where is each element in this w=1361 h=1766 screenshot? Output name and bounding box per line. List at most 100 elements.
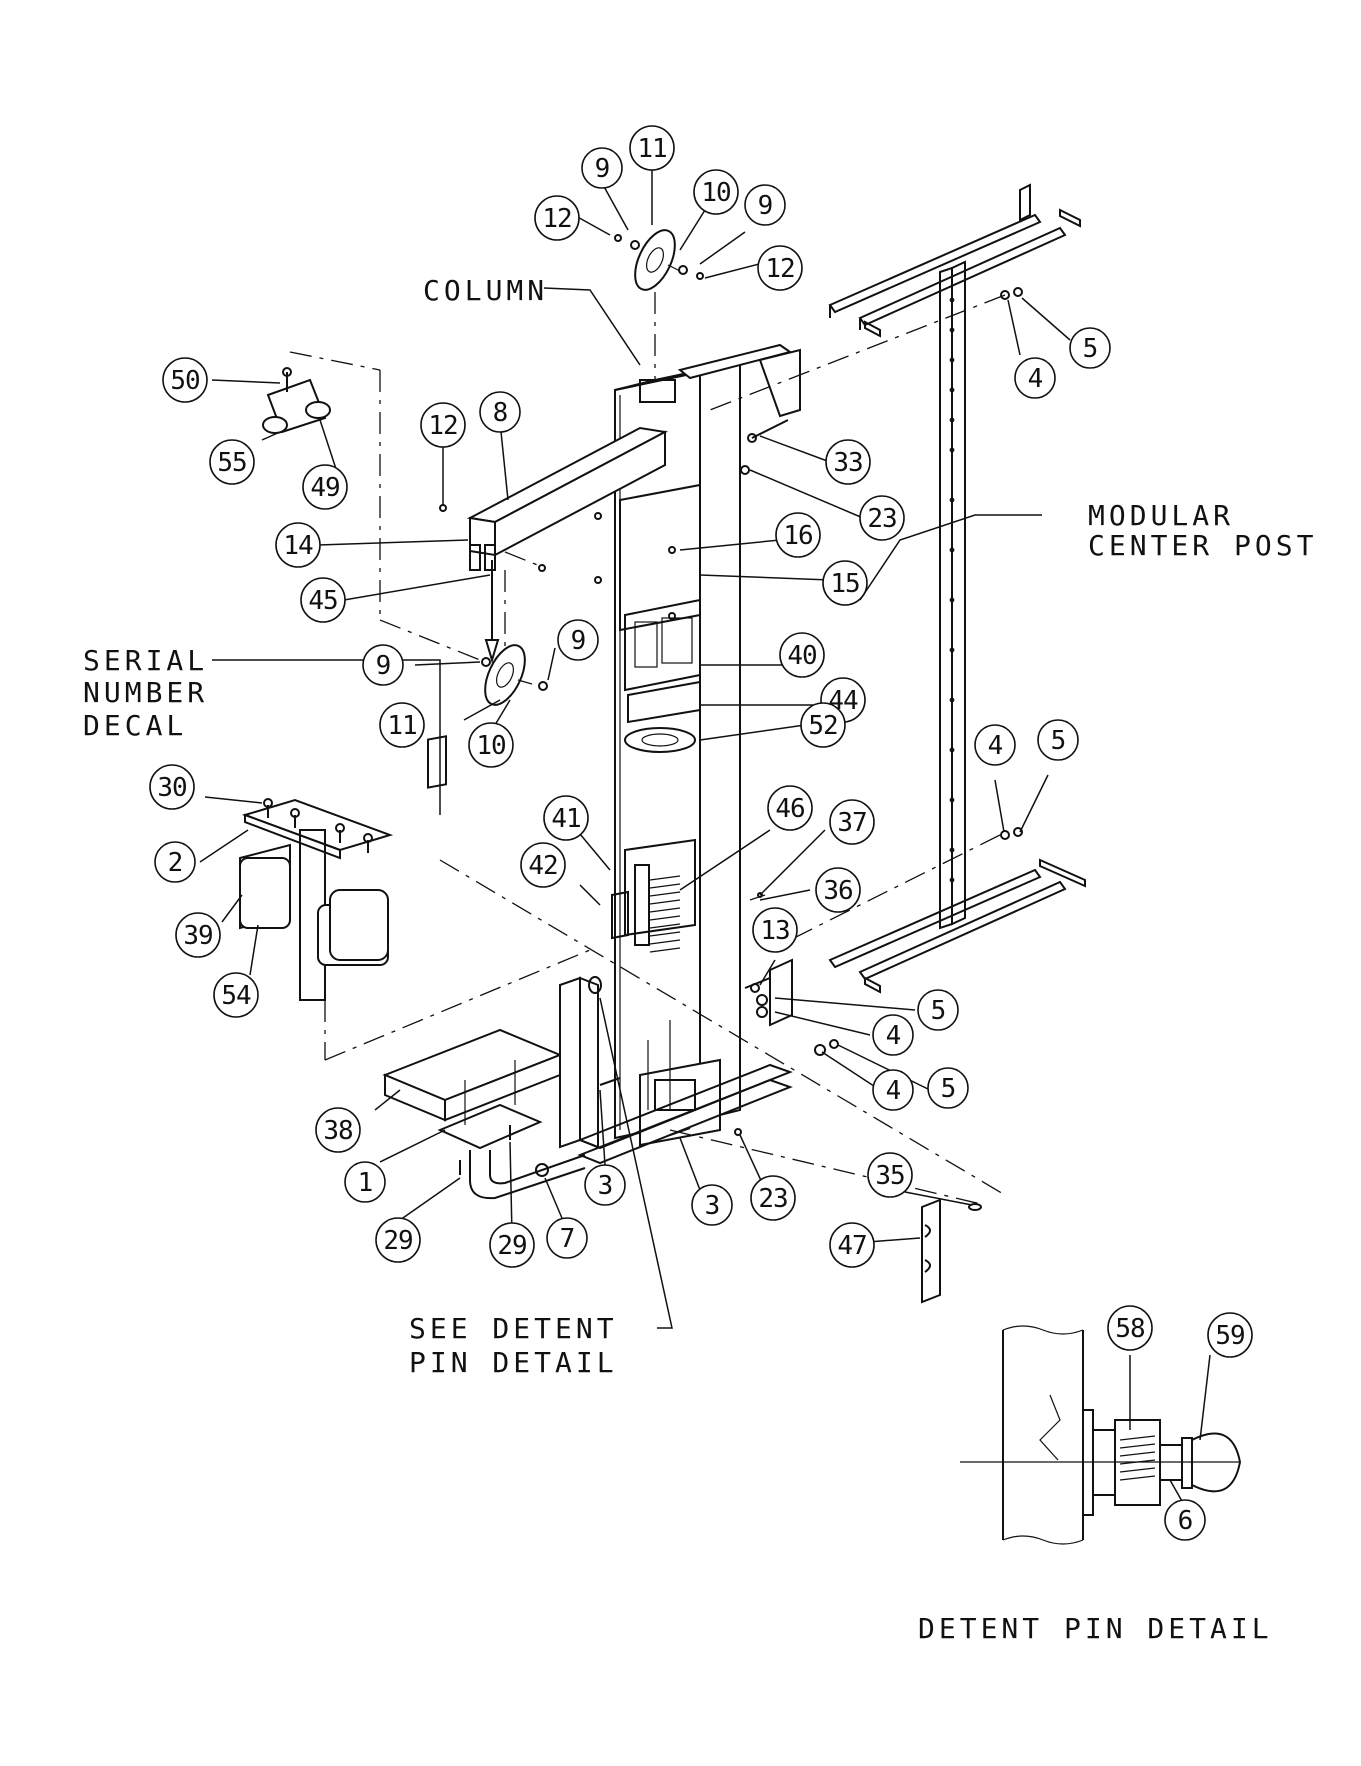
callout-number: 12 xyxy=(428,411,457,441)
callout-number: 13 xyxy=(760,916,789,946)
callout-number: 38 xyxy=(323,1116,352,1146)
callout-number: 59 xyxy=(1215,1321,1244,1351)
callout-number: 8 xyxy=(493,398,508,428)
callout-number: 52 xyxy=(808,711,837,741)
callout-50: 50 xyxy=(163,358,207,402)
callout-40: 40 xyxy=(780,633,824,677)
serial-number-decal xyxy=(428,736,446,787)
callout-3: 3 xyxy=(585,1165,625,1205)
callout-number: 23 xyxy=(867,504,896,534)
callout-7: 7 xyxy=(547,1218,587,1258)
callout-number: 16 xyxy=(783,521,812,551)
callout-number: 6 xyxy=(1178,1506,1193,1536)
callout-45: 45 xyxy=(301,578,345,622)
callout-11: 11 xyxy=(380,703,424,747)
callout-55: 55 xyxy=(210,440,254,484)
callout-4: 4 xyxy=(975,725,1015,765)
top-pulley-assembly xyxy=(615,224,703,380)
callout-12: 12 xyxy=(758,246,802,290)
callout-number: 47 xyxy=(837,1231,866,1261)
callout-14: 14 xyxy=(276,523,320,567)
callout-number: 10 xyxy=(701,178,730,208)
callout-2: 2 xyxy=(155,842,195,882)
callout-number: 12 xyxy=(542,204,571,234)
callout-16: 16 xyxy=(776,513,820,557)
callout-number: 7 xyxy=(560,1224,575,1254)
callout-number: 49 xyxy=(310,473,339,503)
callout-5: 5 xyxy=(1070,328,1110,368)
callout-number: 9 xyxy=(376,651,391,681)
callout-29: 29 xyxy=(490,1223,534,1267)
callout-11: 11 xyxy=(630,126,674,170)
callout-number: 40 xyxy=(787,641,816,671)
callout-37: 37 xyxy=(830,800,874,844)
callout-number: 5 xyxy=(1051,726,1066,756)
modular-center-post xyxy=(710,185,1085,992)
pulley-11-lower xyxy=(477,639,533,711)
callout-54: 54 xyxy=(214,973,258,1017)
callout-number: 11 xyxy=(387,711,416,741)
callout-number: 39 xyxy=(183,921,212,951)
seat-assembly xyxy=(385,1030,560,1175)
callout-3: 3 xyxy=(692,1185,732,1225)
callout-9: 9 xyxy=(363,645,403,685)
callout-number: 10 xyxy=(476,731,505,761)
callout-number: 29 xyxy=(497,1231,526,1261)
callout-36: 36 xyxy=(816,868,860,912)
callout-9: 9 xyxy=(558,620,598,660)
callout-number: 42 xyxy=(528,851,557,881)
callout-number: 5 xyxy=(1083,334,1098,364)
callout-5: 5 xyxy=(918,990,958,1030)
callout-number: 4 xyxy=(988,731,1003,761)
callout-number: 4 xyxy=(886,1076,901,1106)
callout-number: 2 xyxy=(168,848,183,878)
label-column: COLUMN xyxy=(423,274,548,307)
callout-number: 37 xyxy=(837,808,866,838)
callout-number: 29 xyxy=(383,1226,412,1256)
callout-46: 46 xyxy=(768,786,812,830)
callout-5: 5 xyxy=(928,1068,968,1108)
handle-assembly xyxy=(263,352,480,660)
callout-8: 8 xyxy=(480,392,520,432)
callout-number: 54 xyxy=(221,981,251,1011)
lower-pulley-assembly xyxy=(477,639,547,711)
callout-30: 30 xyxy=(150,765,194,809)
callout-41: 41 xyxy=(544,796,588,840)
callout-number: 33 xyxy=(833,448,862,478)
callout-23: 23 xyxy=(860,496,904,540)
label-serial-1: SERIAL xyxy=(83,644,208,677)
callout-5: 5 xyxy=(1038,720,1078,760)
label-modular-2: CENTER POST xyxy=(1088,529,1317,562)
label-detent-2: PIN DETAIL xyxy=(409,1346,618,1379)
callout-number: 4 xyxy=(1028,364,1043,394)
callout-33: 33 xyxy=(826,440,870,484)
callout-number: 5 xyxy=(941,1074,956,1104)
bolt-33-washer-23 xyxy=(741,420,788,474)
callout-number: 9 xyxy=(571,626,586,656)
callout-15: 15 xyxy=(823,561,867,605)
callout-number: 3 xyxy=(598,1171,613,1201)
callout-4: 4 xyxy=(1015,358,1055,398)
callout-number: 30 xyxy=(157,773,186,803)
callout-4: 4 xyxy=(873,1070,913,1110)
callout-number: 1 xyxy=(358,1168,373,1198)
callout-47: 47 xyxy=(830,1223,874,1267)
plate-47 xyxy=(922,1200,981,1302)
label-serial-2: NUMBER xyxy=(83,676,208,709)
callout-42: 42 xyxy=(521,843,565,887)
label-detent-1: SEE DETENT xyxy=(409,1312,618,1345)
callout-number: 15 xyxy=(830,569,859,599)
label-detail-title: DETENT PIN DETAIL xyxy=(918,1612,1273,1645)
callout-10: 10 xyxy=(469,723,513,767)
label-serial-3: DECAL xyxy=(83,709,187,742)
callout-number: 11 xyxy=(637,134,666,164)
callout-number: 5 xyxy=(931,996,946,1026)
callout-9: 9 xyxy=(582,148,622,188)
callout-number: 35 xyxy=(875,1161,904,1191)
callout-35: 35 xyxy=(868,1153,912,1197)
label-modular-1: MODULAR xyxy=(1088,499,1234,532)
callout-1: 1 xyxy=(345,1162,385,1202)
callout-52: 52 xyxy=(801,703,845,747)
